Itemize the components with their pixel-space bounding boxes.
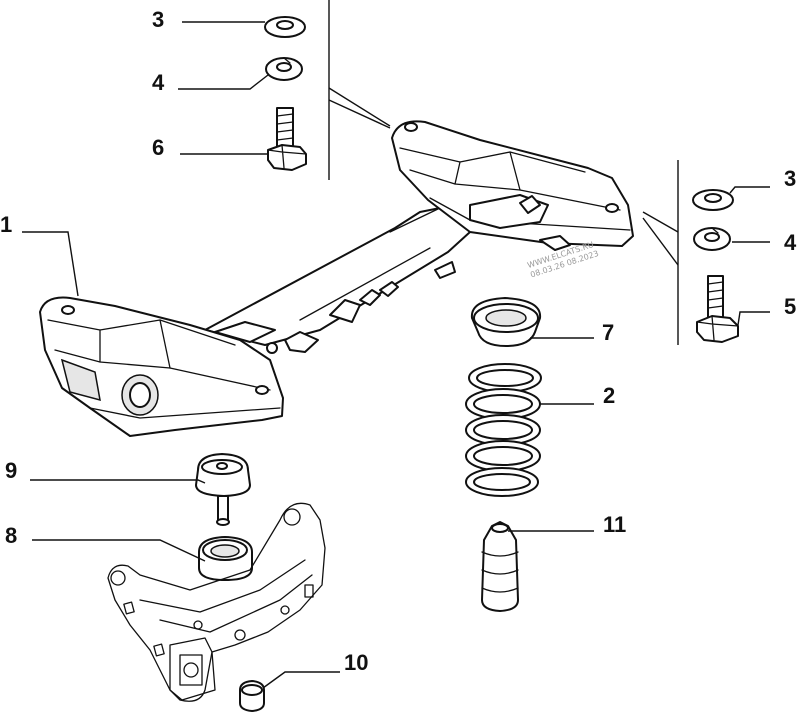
callout-5: 5	[784, 294, 796, 319]
callout-11: 11	[603, 512, 626, 537]
callout-7: 7	[602, 320, 614, 345]
callout-10: 10	[344, 650, 368, 675]
washer-3-left	[264, 16, 306, 38]
callout-4-left: 4	[152, 70, 165, 95]
bush-8	[198, 536, 253, 581]
spring-washer-4-right	[693, 227, 731, 251]
callout-labels: 3 4 6 1 3 4 5 7 2 11 9 8 10	[0, 7, 797, 675]
callout-9: 9	[5, 458, 17, 483]
assembly-guide-lines	[328, 0, 679, 345]
callout-2: 2	[603, 383, 615, 408]
callout-3-left: 3	[152, 7, 164, 32]
washer-3-right	[692, 189, 734, 211]
nut-10	[239, 680, 265, 712]
bump-stop-11	[481, 521, 519, 612]
callout-8: 8	[5, 523, 17, 548]
mount-9	[195, 453, 251, 526]
coil-spring-2	[465, 363, 542, 497]
bolt-6	[267, 107, 307, 171]
spring-seat-7	[470, 297, 542, 347]
callout-3-right: 3	[784, 166, 796, 191]
callout-6: 6	[152, 135, 164, 160]
rear-crossmember	[39, 120, 634, 437]
spring-washer-4-left	[265, 57, 303, 81]
trailing-arm	[107, 502, 326, 702]
leader-lines	[22, 21, 770, 689]
callout-1: 1	[0, 212, 12, 237]
callout-4-right: 4	[784, 230, 797, 255]
bolt-5	[696, 275, 739, 343]
